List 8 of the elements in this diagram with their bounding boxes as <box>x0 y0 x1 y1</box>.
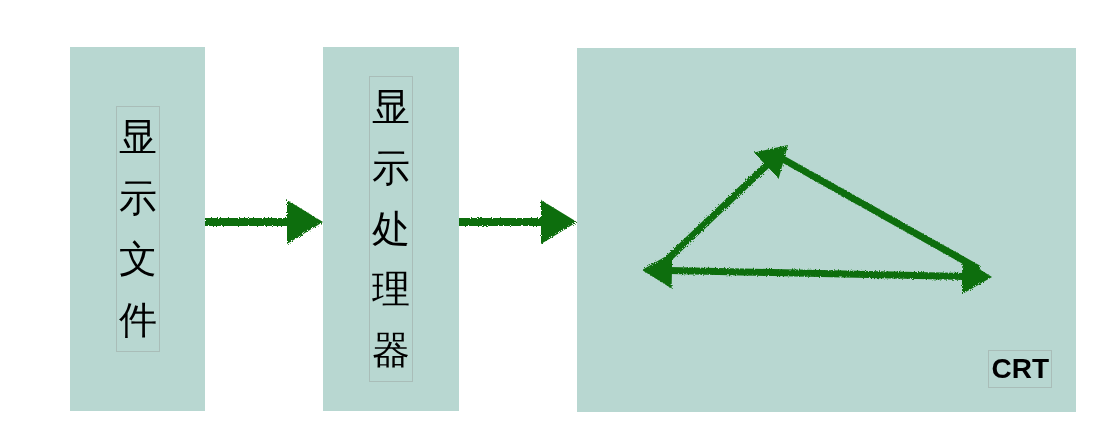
arrow <box>205 200 323 244</box>
process-box <box>70 47 205 411</box>
screen-label: CRT <box>988 350 1052 388</box>
process-box <box>323 47 459 411</box>
vertical-label: 显示处理器 <box>369 76 413 382</box>
arrow <box>459 200 577 244</box>
vertical-label: 显示文件 <box>115 106 160 352</box>
crt-screen-box <box>577 48 1076 412</box>
